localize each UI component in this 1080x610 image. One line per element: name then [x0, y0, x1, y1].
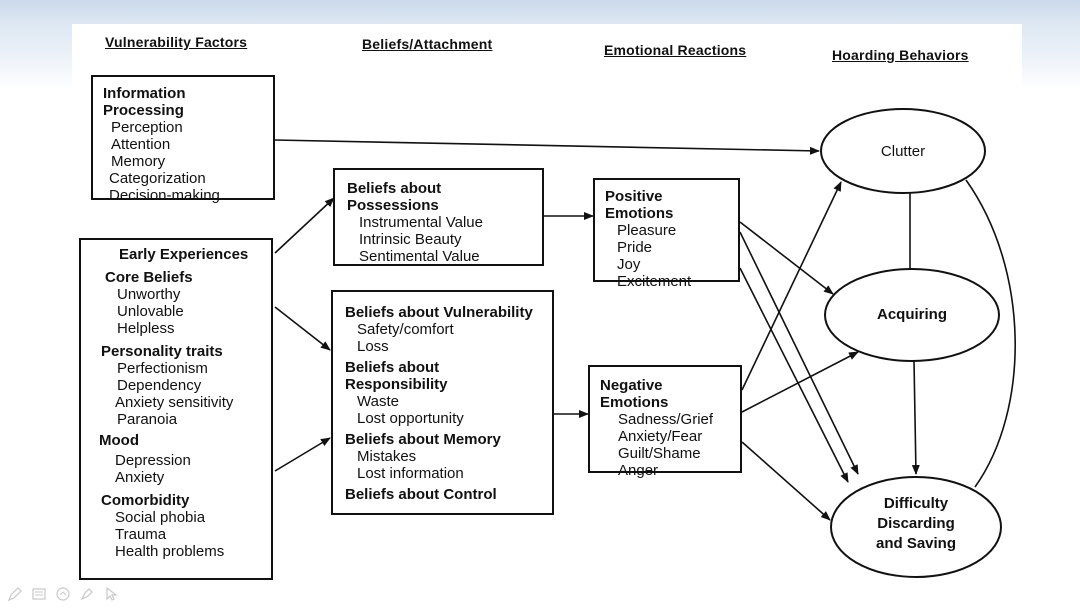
info-item: Decision-making — [109, 187, 220, 204]
arrow-positive-acquiring — [739, 221, 834, 295]
vulnerability-item: Safety/comfort — [357, 321, 454, 338]
mood-title: Mood — [99, 432, 139, 449]
difficulty-line: Difficulty — [883, 495, 949, 512]
info-item: Memory — [111, 153, 166, 170]
responsibility-item: Waste — [357, 393, 399, 410]
info-item: Categorization — [109, 170, 206, 187]
early-experiences-title: Early Experiences — [119, 246, 249, 263]
arrow-info-clutter — [274, 139, 820, 155]
arrow-positive-difficulty-b — [739, 267, 849, 483]
possessions-item: Sentimental Value — [359, 248, 480, 265]
negative-item: Sadness/Grief — [618, 411, 714, 428]
header-vulnerability-factors: Vulnerability Factors — [105, 34, 248, 50]
arrow-positive-difficulty-a — [739, 231, 859, 475]
comorbidity-item: Health problems — [115, 543, 225, 560]
negative-item: Anger — [618, 462, 659, 479]
positive-item: Pleasure — [617, 222, 677, 239]
mood-item: Anxiety — [115, 469, 165, 486]
positive-title: Positive Emotions — [605, 188, 674, 222]
negative-title: Negative Emotions — [600, 377, 669, 411]
memory-title: Beliefs about Memory — [345, 431, 501, 448]
vulnerability-title: Beliefs about Vulnerability — [345, 304, 533, 321]
info-processing-title: Information Processing — [103, 85, 186, 119]
personality-item: Perfectionism — [117, 360, 208, 377]
clutter-label: Clutter — [880, 143, 926, 160]
arrow-negative-difficulty — [741, 441, 831, 521]
negative-item: Anxiety/Fear — [618, 428, 703, 445]
possessions-box: Beliefs about Possessions Instrumental V… — [333, 168, 544, 266]
info-item: Perception — [111, 119, 183, 136]
personality-item: Anxiety sensitivity — [115, 394, 234, 411]
positive-emotions-box: Positive Emotions Pleasure Pride Joy Exc… — [593, 178, 740, 290]
control-title: Beliefs about Control — [345, 486, 497, 503]
clutter-ellipse — [820, 108, 986, 194]
info-item: Attention — [111, 136, 171, 153]
possessions-item: Intrinsic Beauty — [359, 231, 462, 248]
difficulty-label: Difficulty Discarding and Saving — [856, 494, 976, 554]
acquiring-ellipse — [824, 268, 1000, 362]
difficulty-ellipse — [830, 476, 1002, 578]
mood-item: Depression — [115, 452, 191, 469]
arrow-negative-clutter — [741, 181, 842, 391]
possessions-item: Instrumental Value — [359, 214, 483, 231]
highlighter-icon[interactable] — [78, 585, 96, 603]
memory-item: Mistakes — [357, 448, 417, 465]
header-hoarding-behaviors: Hoarding Behaviors — [832, 47, 969, 63]
personality-item: Paranoia — [117, 411, 178, 428]
core-belief-item: Helpless — [117, 320, 175, 337]
negative-item: Guilt/Shame — [618, 445, 701, 462]
personality-item: Dependency — [117, 377, 202, 394]
positive-item: Joy — [617, 256, 641, 273]
eraser-icon[interactable] — [54, 585, 72, 603]
comorbidity-item: Social phobia — [115, 509, 206, 526]
positive-item: Pride — [617, 239, 653, 256]
negative-emotions-box: Negative Emotions Sadness/Grief Anxiety/… — [588, 365, 742, 479]
comorbidity-item: Trauma — [115, 526, 167, 543]
possessions-title: Beliefs about Possessions — [347, 180, 442, 214]
responsibility-item: Lost opportunity — [357, 410, 464, 427]
header-beliefs-attachment: Beliefs/Attachment — [362, 36, 493, 52]
memory-item: Lost information — [357, 465, 464, 482]
information-processing-box: Information Processing Perception Attent… — [91, 75, 275, 204]
core-beliefs-title: Core Beliefs — [105, 269, 193, 286]
vulnerability-item: Loss — [357, 338, 389, 355]
pointer-icon[interactable] — [102, 585, 120, 603]
difficulty-line: and Saving — [875, 535, 957, 552]
arc-clutter-difficulty — [965, 179, 1016, 488]
positive-item: Excitement — [617, 273, 692, 290]
header-emotional-reactions: Emotional Reactions — [604, 42, 747, 58]
acquiring-label: Acquiring — [877, 306, 947, 323]
arrow-negative-acquiring — [741, 351, 859, 413]
personality-traits-title: Personality traits — [101, 343, 223, 360]
early-experiences-box: Early Experiences Core Beliefs Unworthy … — [79, 238, 273, 580]
slide-icon[interactable] — [30, 585, 48, 603]
responsibility-title: Beliefs about Responsibility — [345, 359, 448, 393]
core-belief-item: Unworthy — [117, 286, 181, 303]
arrow-early-beliefs-lower — [274, 437, 331, 472]
comorbidity-title: Comorbidity — [101, 492, 190, 509]
arrow-acquiring-difficulty — [911, 360, 920, 475]
slide-toolbar — [6, 585, 120, 603]
arrow-early-possessions — [274, 197, 335, 254]
arrow-early-beliefs-upper — [274, 306, 331, 351]
beliefs-box: Beliefs about Vulnerability Safety/comfo… — [331, 290, 554, 515]
pen-icon[interactable] — [6, 585, 24, 603]
difficulty-line: Discarding — [877, 515, 955, 532]
core-belief-item: Unlovable — [117, 303, 184, 320]
